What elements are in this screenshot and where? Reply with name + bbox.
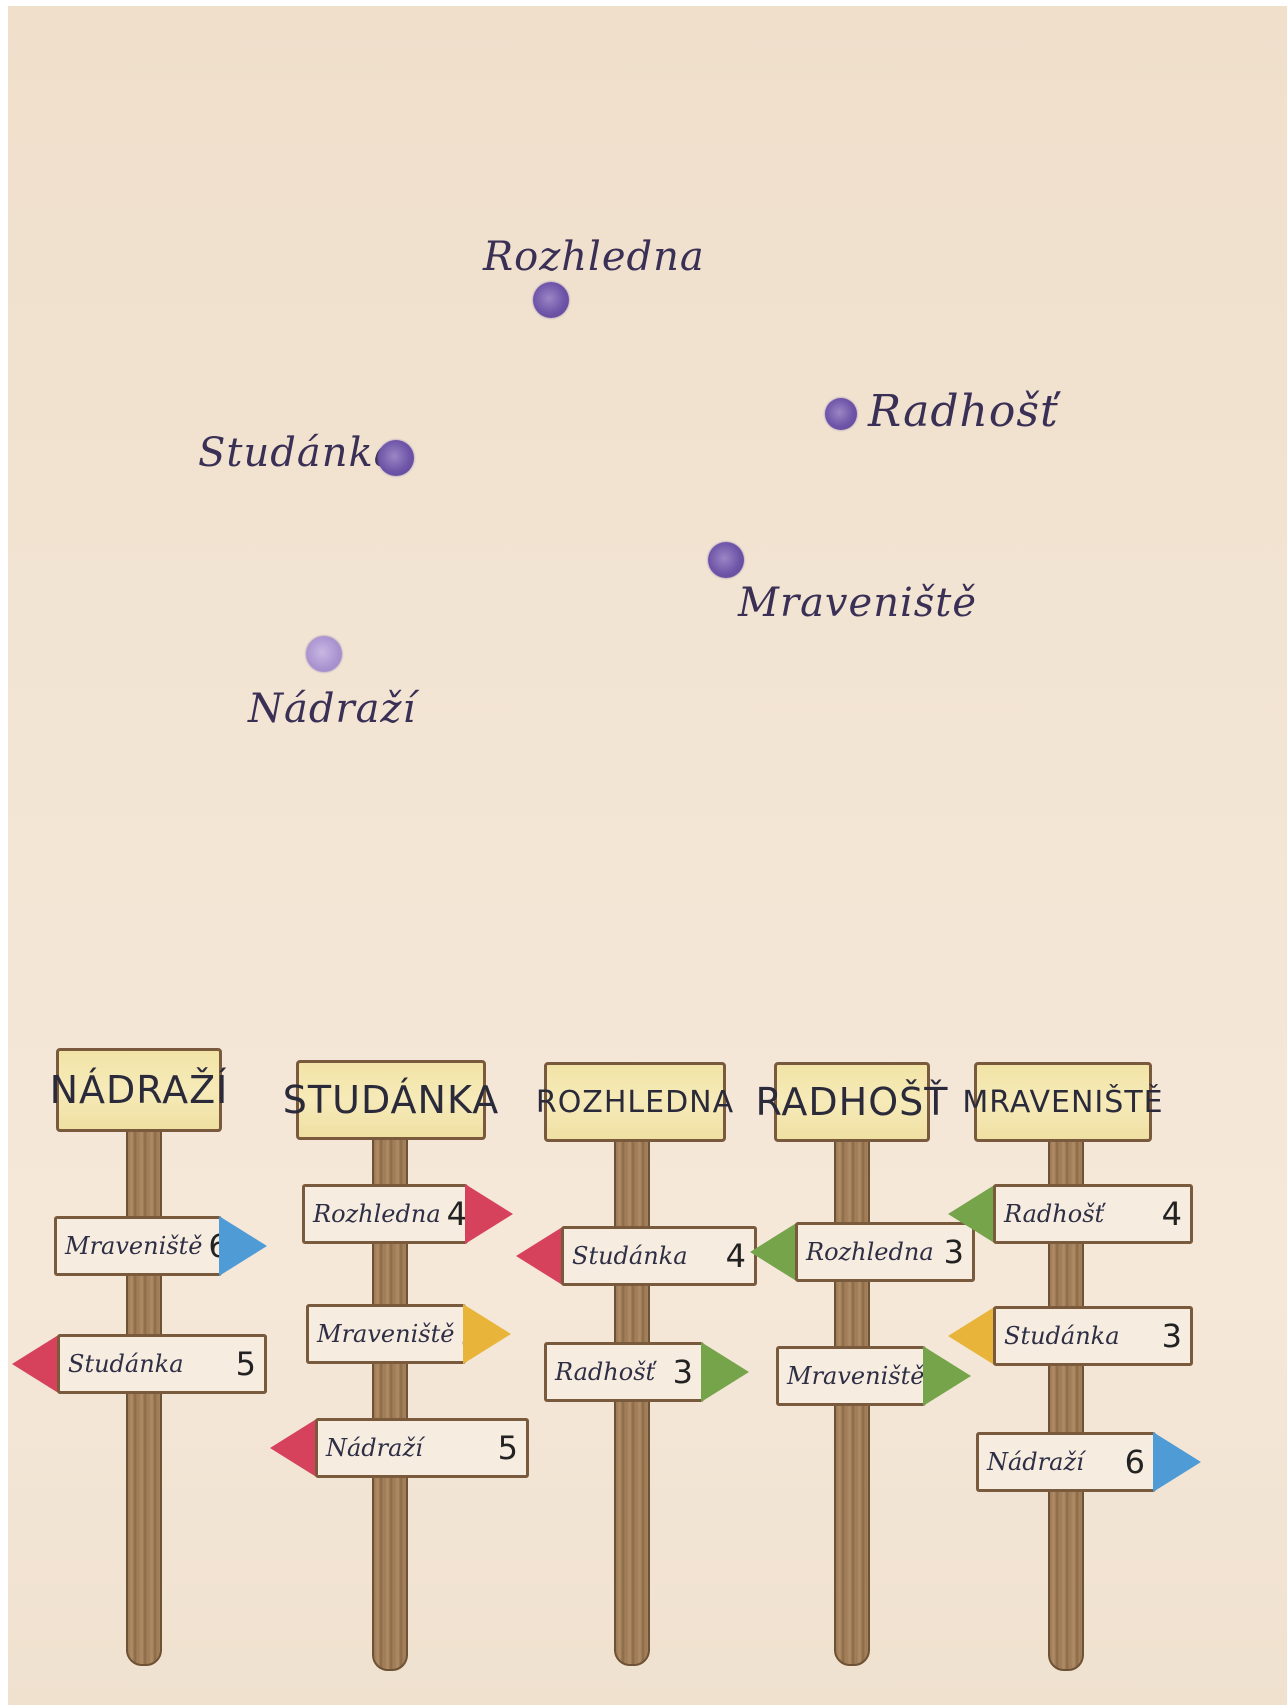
sign-distance: 4 [1161, 1195, 1182, 1233]
sign-destination: Radhošť [1004, 1200, 1105, 1228]
direction-sign: Radhošť 4 [948, 1184, 1193, 1244]
sign-destination: Nádraží [987, 1448, 1084, 1476]
sign-distance: 5 [235, 1345, 256, 1383]
signpost-title: NÁDRAŽÍ [50, 1048, 227, 1132]
place-dot-radhost [825, 398, 857, 430]
sign-destination: Studánka [1004, 1322, 1120, 1350]
place-label-rozhledna: Rozhledna [483, 234, 705, 280]
direction-sign: Nádraží 6 [976, 1432, 1201, 1492]
direction-sign: Radhošť 3 [544, 1342, 749, 1402]
direction-sign: Studánka 5 [12, 1334, 267, 1394]
place-label-radhost: Radhošť [868, 386, 1059, 437]
place-dot-nadrazi [306, 636, 342, 672]
sign-distance: 3 [1161, 1317, 1182, 1355]
signpost-pole [126, 1126, 162, 1666]
place-dot-rozhledna [533, 282, 569, 318]
direction-sign: Nádraží 5 [270, 1418, 529, 1478]
sign-distance: 4 [446, 1195, 467, 1233]
signpost-title: RADHOŠŤ [756, 1062, 947, 1142]
arrow-left-icon [948, 1306, 996, 1366]
sign-destination: Studánka [68, 1350, 184, 1378]
direction-sign: Studánka 3 [948, 1306, 1193, 1366]
drawing-paper: Rozhledna Radhošť Studánka Mraveniště Ná… [8, 6, 1287, 1705]
signpost-title: MRAVENIŠTĚ [962, 1062, 1163, 1142]
arrow-right-icon [463, 1304, 511, 1364]
arrow-left-icon [948, 1184, 996, 1244]
sign-destination: Nádraží [326, 1434, 423, 1462]
signpost-title: ROZHLEDNA [536, 1062, 733, 1142]
arrow-right-icon [219, 1216, 267, 1276]
sign-destination: Rozhledna [313, 1200, 441, 1228]
signpost-title: STUDÁNKA [283, 1060, 498, 1140]
place-dot-mraveniste [708, 542, 744, 578]
direction-sign: Studánka 4 [516, 1226, 757, 1286]
place-label-nadrazi: Nádraží [248, 686, 417, 732]
sign-destination: Mraveniště [317, 1320, 455, 1348]
arrow-right-icon [465, 1184, 513, 1244]
arrow-left-icon [750, 1222, 798, 1282]
signpost-pole [614, 1140, 650, 1666]
arrow-right-icon [1153, 1432, 1201, 1492]
sign-destination: Studánka [572, 1242, 688, 1270]
arrow-right-icon [701, 1342, 749, 1402]
sign-destination: Mraveniště [65, 1232, 203, 1260]
arrow-left-icon [270, 1418, 318, 1478]
sign-destination: Rozhledna [806, 1238, 934, 1266]
sign-destination: Radhošť [555, 1358, 656, 1386]
sign-destination: Mraveniště [787, 1362, 925, 1390]
sign-distance: 5 [497, 1429, 518, 1467]
arrow-left-icon [516, 1226, 564, 1286]
place-label-studanka: Studánka [198, 430, 399, 476]
place-label-mraveniste: Mraveniště [738, 580, 978, 626]
arrow-left-icon [12, 1334, 60, 1394]
sign-distance: 4 [725, 1237, 746, 1275]
place-dot-studanka [378, 440, 414, 476]
sign-distance: 6 [1124, 1443, 1145, 1481]
sign-distance: 3 [672, 1353, 693, 1391]
